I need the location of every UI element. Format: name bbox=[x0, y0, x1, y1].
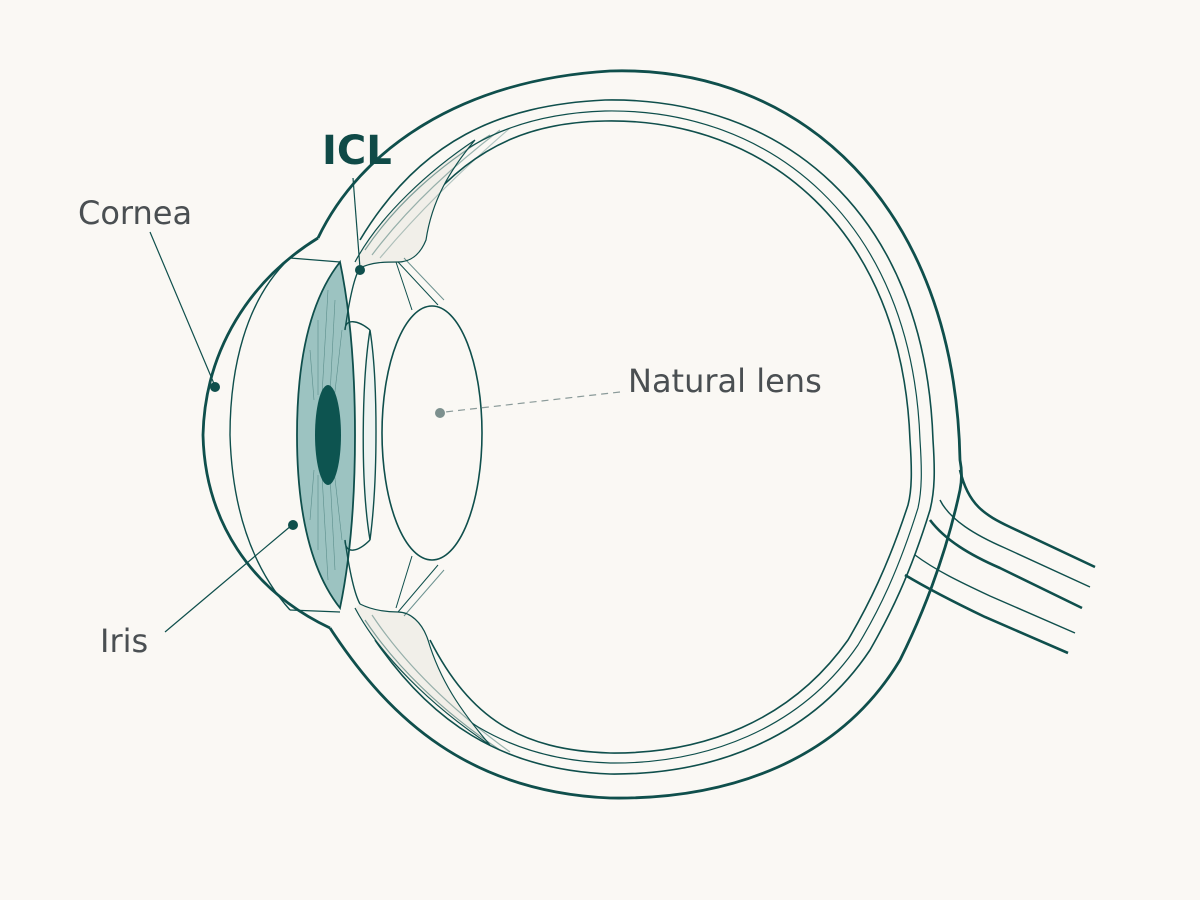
cornea-outer bbox=[201, 236, 331, 630]
natural-lens bbox=[381, 305, 483, 561]
cornea-label: Cornea bbox=[78, 194, 192, 232]
cornea-leader bbox=[149, 231, 220, 392]
icl-haptic-bottom bbox=[344, 539, 371, 605]
icl-haptic-top bbox=[344, 267, 371, 331]
retina-inner bbox=[424, 120, 913, 754]
natural-lens-leader bbox=[435, 391, 621, 418]
ciliary-body-bottom bbox=[354, 564, 511, 753]
iris-label: Iris bbox=[100, 622, 148, 660]
anterior-chamber-bottom bbox=[289, 609, 341, 613]
optic-nerve bbox=[904, 469, 1096, 655]
retina-layer bbox=[374, 110, 922, 764]
cornea-inner bbox=[229, 257, 291, 611]
anterior-chamber-top bbox=[289, 257, 341, 263]
zonule-top bbox=[395, 261, 413, 311]
icl-leader bbox=[352, 177, 365, 275]
sclera-outer bbox=[316, 69, 963, 800]
ciliary-body-top bbox=[354, 127, 511, 306]
zonule-bottom bbox=[395, 555, 413, 609]
iris-leader bbox=[164, 520, 298, 633]
iris-striations bbox=[309, 289, 343, 581]
icl-label: ICL bbox=[322, 128, 392, 174]
pupil bbox=[315, 385, 341, 485]
icl-lens bbox=[362, 329, 377, 541]
choroid-layer bbox=[359, 99, 936, 775]
natural-lens-label: Natural lens bbox=[628, 362, 822, 400]
